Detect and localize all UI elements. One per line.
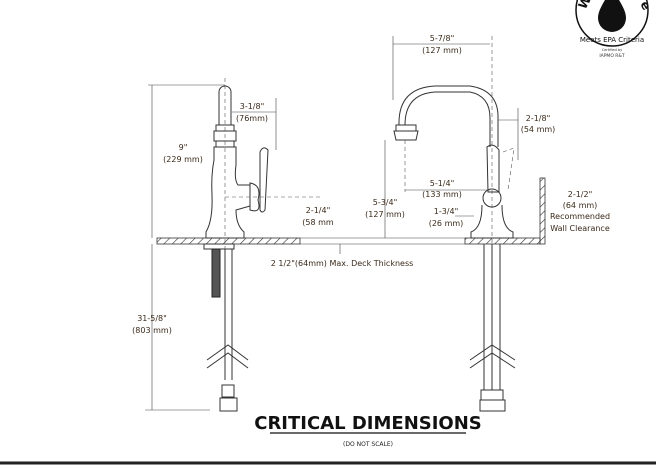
watersense-seal: W e Meets EPA Criteria Certified by IAPM… [575,0,654,59]
height-in: 9" [179,143,188,152]
handle-height-mm: (58 mm [302,218,334,227]
right-reach-in: 5-7/8" [430,34,455,43]
seal-certified-by: Certified by [602,48,622,52]
handle-offset-mm: (54 mm) [521,125,556,134]
base-radius-in: 1-3/4" [434,207,459,216]
aerator-height-in: 5-3/4" [373,198,398,207]
right-deck [464,237,541,245]
handle-height-in: 2-1/4" [306,206,331,215]
below-deck-in: 31-5/8" [137,314,167,323]
aerator-height-mm: (127 mm) [365,210,405,219]
handle-offset-in: 2-1/8" [526,114,551,123]
wall-clearance-label-2: Wall Clearance [550,224,610,233]
page-title: CRITICAL DIMENSIONS [254,413,482,434]
aerator-center-in: 5-1/4" [430,179,455,188]
height-mm: (229 mm) [163,155,203,164]
wall-clearance-mm: (64 mm) [563,201,598,210]
seal-arc-text: Meets EPA Criteria [580,36,644,44]
below-deck-mm: (803 mm) [132,326,172,335]
wall-clearance-in: 2-1/2" [568,190,593,199]
wall-clearance-label-1: Recommended [550,212,610,221]
seal-certifier: IAPMO R&T [599,53,625,59]
left-faucet-side-view [203,78,320,412]
page-subtitle: (DO NOT SCALE) [343,441,393,448]
left-reach-in: 3-1/8" [240,102,265,111]
svg-text:W: W [575,0,594,11]
base-radius-mm: (26 mm) [429,219,464,228]
right-faucet-front-view [384,36,519,412]
deck-thickness-note: 2 1/2"(64mm) Max. Deck Thickness [271,259,414,268]
right-reach-mm: (127 mm) [422,46,462,55]
left-reach-mm: (76mm) [236,114,268,123]
wall [539,177,546,245]
left-deck [156,237,301,245]
aerator-center-mm: (133 mm) [422,190,462,199]
